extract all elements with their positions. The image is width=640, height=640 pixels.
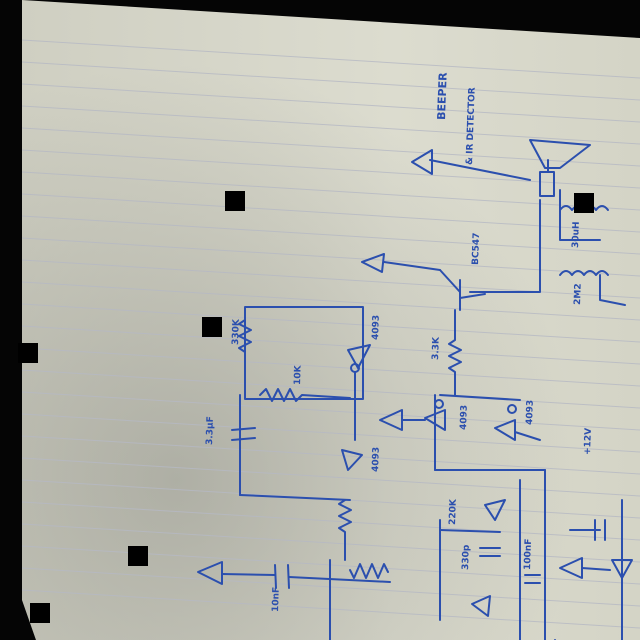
gate-a-label: 4093: [459, 405, 470, 430]
gate-d: [341, 449, 363, 471]
cap-10n-label: 10nF: [271, 587, 282, 612]
cap-330p: [479, 547, 501, 557]
r-3k3-label: 3.3K: [431, 336, 442, 360]
schematic-ink: [197, 139, 633, 640]
ground-arrow-bottom: [197, 561, 223, 585]
r-10k-label: 10K: [293, 364, 304, 385]
coil-lower: [559, 270, 609, 276]
resistor-4k7: [338, 499, 352, 561]
gate-b-label: 4093: [525, 400, 536, 425]
gate-c-label: 4093: [371, 315, 382, 340]
cap-3u3-label: 3.3µF: [205, 416, 216, 445]
ink-labels: BEEPER & IR DETECTOR BC547 330K 10K 3.3µ…: [205, 72, 594, 612]
gate-b: [494, 419, 516, 441]
paper-shadow: [22, 0, 640, 640]
cap-3u3: [231, 427, 256, 441]
beeper-sub-label: & IR DETECTOR: [465, 87, 478, 165]
r-220k-label: 220K: [448, 498, 459, 525]
beeper-label: BEEPER: [435, 72, 450, 120]
r-2m2-label: 2M2: [573, 283, 584, 305]
black-marks: [18, 191, 594, 623]
gate-c: [347, 344, 371, 369]
coil-label: 30uH: [571, 221, 582, 248]
output-arrow: [361, 253, 385, 273]
ground-arrow-top: [411, 149, 433, 175]
cap-330p-label: 330p: [461, 544, 472, 570]
gate-e: [484, 499, 506, 521]
resistor-330k: [238, 319, 252, 381]
speaker-symbol: [529, 139, 591, 169]
resistor-3k3: [448, 309, 462, 396]
transistor-label: BC547: [471, 233, 482, 266]
resistor-10k: [259, 388, 351, 402]
cap-100n-label: 100nF: [523, 538, 534, 570]
r-330k-label: 330K: [231, 318, 242, 345]
gate-f: [471, 595, 491, 617]
gate-d-label: 4093: [371, 447, 382, 472]
vcc-label: +12V: [583, 428, 594, 455]
